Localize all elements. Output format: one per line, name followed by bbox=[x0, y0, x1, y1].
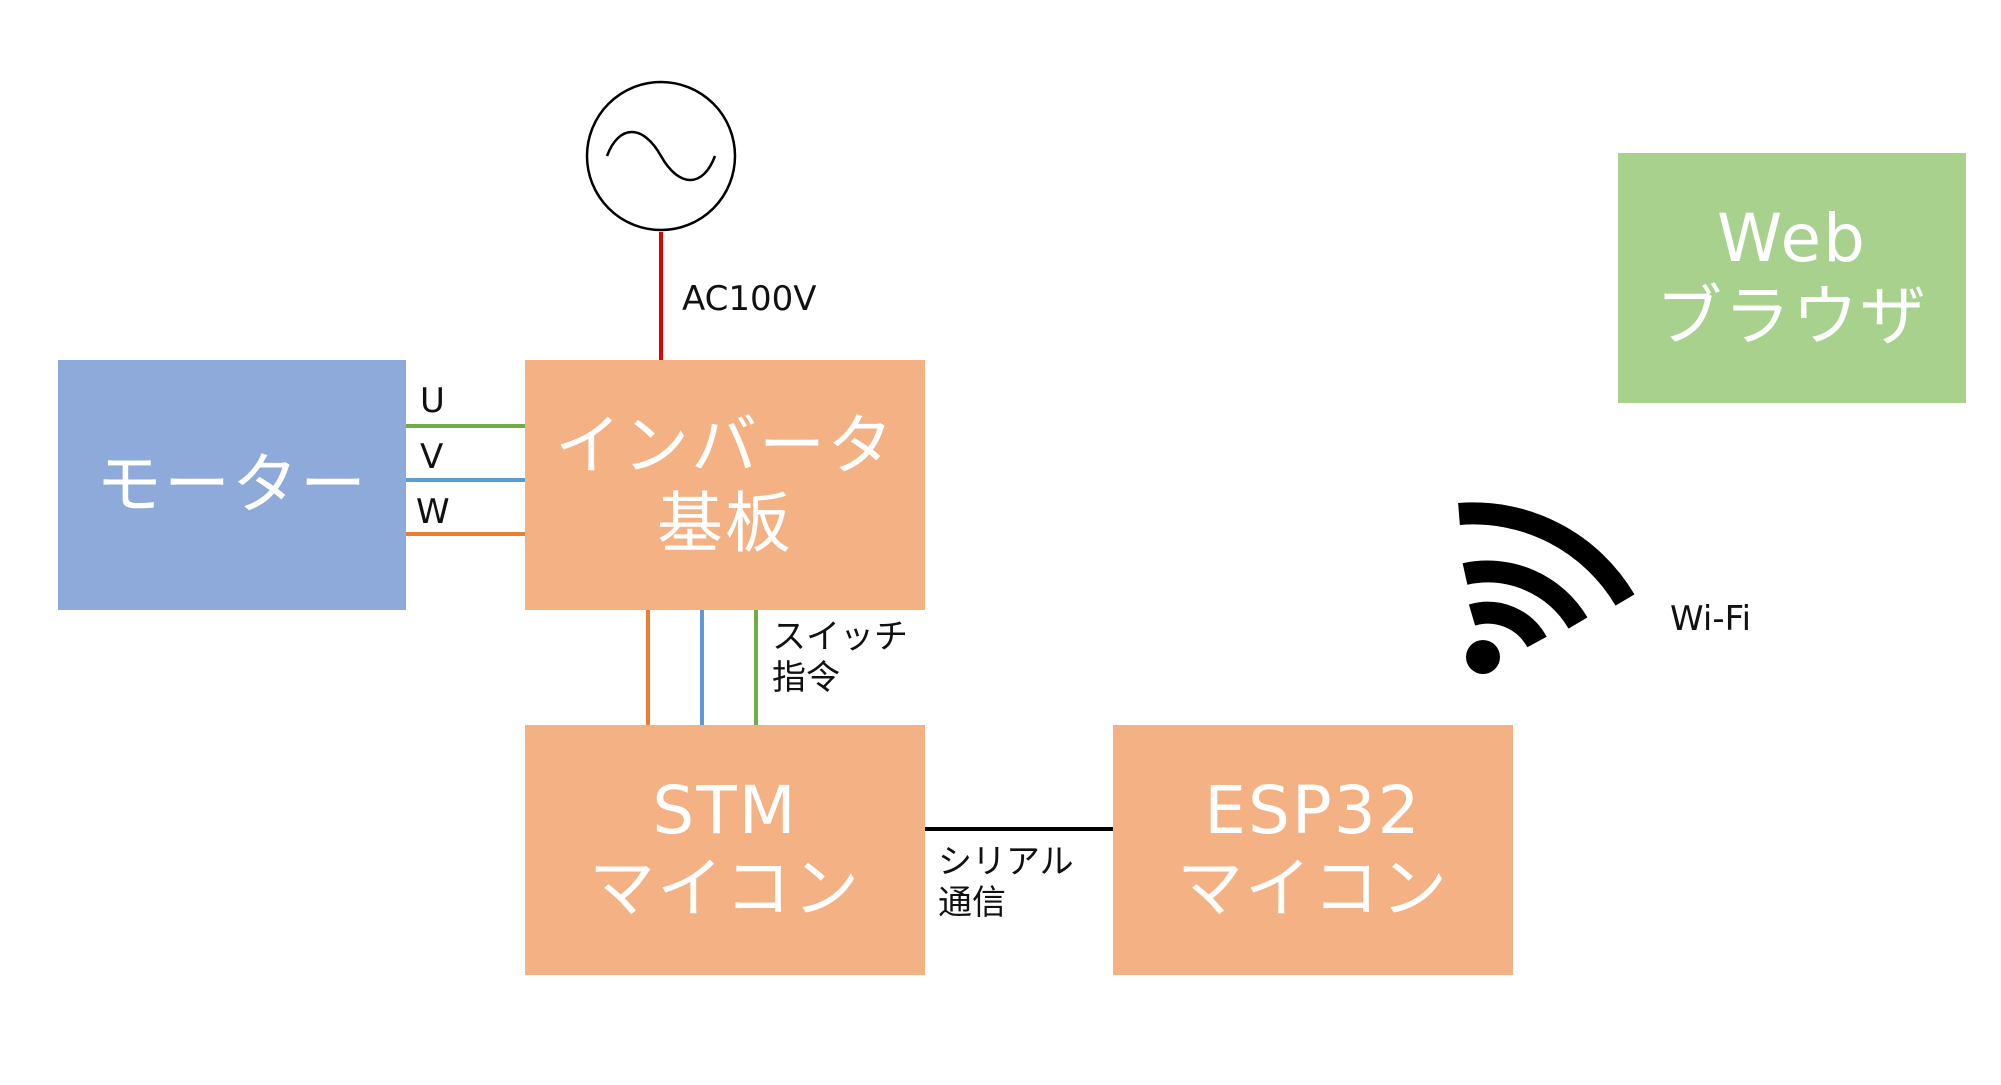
switch-command-label: スイッチ 指令 bbox=[772, 617, 908, 699]
wifi-icon bbox=[1458, 502, 1635, 674]
motor-label: モーター bbox=[96, 446, 368, 524]
serial-communication-label: シリアル 通信 bbox=[938, 842, 1074, 924]
wifi-label: Wi-Fi bbox=[1670, 599, 1752, 639]
browser-label-line1: Web bbox=[1717, 200, 1867, 278]
stm-microcontroller-block: STM マイコン bbox=[525, 725, 925, 975]
serial-communication-line1: シリアル bbox=[938, 842, 1074, 882]
ac-voltage-label: AC100V bbox=[682, 279, 817, 319]
switch-command-line2: 指令 bbox=[772, 657, 840, 698]
motor-block: モーター bbox=[58, 360, 406, 610]
stm-label-line1: STM bbox=[652, 772, 798, 850]
inverter-board-block: インバータ 基板 bbox=[525, 360, 925, 610]
phase-w-label: W bbox=[416, 492, 450, 532]
phase-u-label: U bbox=[420, 381, 445, 421]
esp-label-line1: ESP32 bbox=[1204, 772, 1422, 850]
serial-communication-line2: 通信 bbox=[938, 882, 1006, 923]
inverter-label-line1: インバータ bbox=[555, 407, 895, 485]
web-browser-block: Web ブラウザ bbox=[1618, 153, 1966, 403]
esp-label-line2: マイコン bbox=[1177, 850, 1449, 927]
phase-v-label: V bbox=[420, 437, 444, 477]
stm-label-line2: マイコン bbox=[589, 850, 861, 927]
browser-label-line2: ブラウザ bbox=[1656, 278, 1928, 355]
switch-command-line1: スイッチ bbox=[772, 617, 908, 657]
esp32-microcontroller-block: ESP32 マイコン bbox=[1113, 725, 1513, 975]
inverter-label-line2: 基板 bbox=[657, 485, 793, 562]
ac-source-icon bbox=[585, 80, 737, 232]
